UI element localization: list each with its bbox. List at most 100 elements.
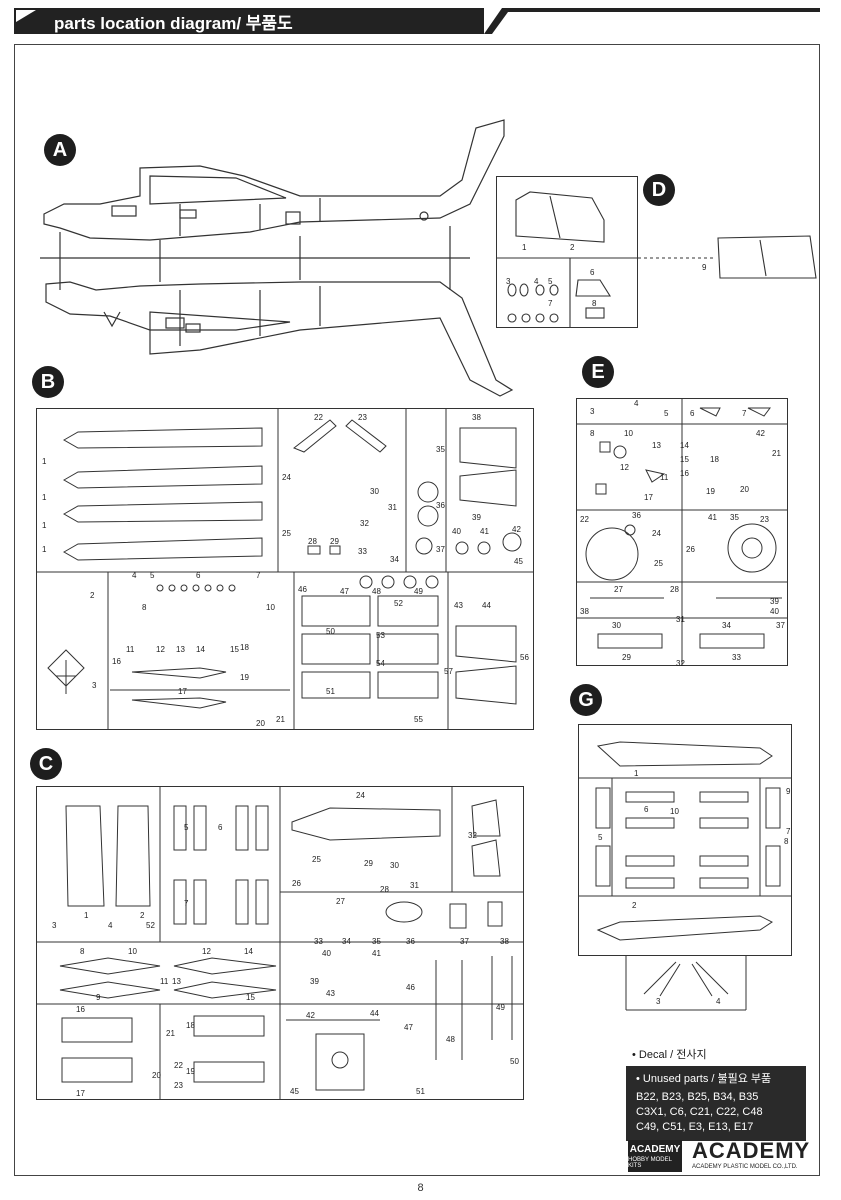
b-part-39: 39: [472, 513, 481, 522]
e-part-39: 39: [770, 597, 779, 606]
c-part-6: 6: [218, 823, 223, 832]
c-part-51: 51: [416, 1087, 425, 1096]
decal-label: Decal / 전사지: [638, 1049, 707, 1061]
c-part-26: 26: [292, 879, 301, 888]
e-part-4: 4: [634, 399, 639, 408]
e-part-16: 16: [680, 469, 689, 478]
b-part-8: 8: [142, 603, 147, 612]
c-part-5: 5: [184, 823, 189, 832]
e-part-11: 11: [660, 473, 669, 482]
e-part-8: 8: [590, 429, 595, 438]
e-part-33: 33: [732, 653, 741, 662]
c-part-50: 50: [510, 1057, 519, 1066]
header-arrow-icon: [16, 10, 36, 22]
e-part-38: 38: [580, 607, 589, 616]
c-part-27: 27: [336, 897, 345, 906]
c-part-35: 35: [372, 937, 381, 946]
c-part-46: 46: [406, 983, 415, 992]
c-part-47: 47: [404, 1023, 413, 1032]
b-part-17: 17: [178, 687, 187, 696]
parts-legend: • Decal / 전사지 • Unused parts / 불필요 부품 B2…: [626, 1046, 806, 1141]
sprue-b: [36, 408, 534, 730]
b-part-30: 30: [370, 487, 379, 496]
g-part-9: 9: [786, 787, 791, 796]
b-part-36: 36: [436, 501, 445, 510]
c-part-49: 49: [496, 1003, 505, 1012]
g-part-6: 6: [644, 805, 649, 814]
c-part-36: 36: [406, 937, 415, 946]
d-part-1: 1: [522, 243, 527, 252]
b-part-25: 25: [282, 529, 291, 538]
b-part-13: 13: [176, 645, 185, 654]
e-part-36: 36: [632, 511, 641, 520]
d-part-6: 6: [590, 268, 595, 277]
page-header: parts location diagram/ 부품도: [14, 8, 484, 34]
c-part-14: 14: [244, 947, 253, 956]
e-part-6: 6: [690, 409, 695, 418]
b-part-14: 14: [196, 645, 205, 654]
academy-logo-big: ACADEMY ACADEMY PLASTIC MODEL CO.,LTD.: [692, 1138, 811, 1170]
c-part-38: 38: [500, 937, 509, 946]
section-g-badge: G: [570, 684, 602, 716]
section-c-badge: C: [30, 748, 62, 780]
c-part-11: 11: [160, 977, 169, 986]
b-part-52: 52: [394, 599, 403, 608]
e-part-21: 21: [772, 449, 781, 458]
unused-parts-box: • Unused parts / 불필요 부품 B22, B23, B25, B…: [626, 1066, 806, 1141]
d-part-7: 7: [548, 299, 553, 308]
b-part-53: 53: [376, 631, 385, 640]
e-part-24: 24: [652, 529, 661, 538]
e-part-35: 35: [730, 513, 739, 522]
c-part-43: 43: [326, 989, 335, 998]
c-part-7: 7: [184, 899, 189, 908]
section-b-badge: B: [32, 366, 64, 398]
e-part-19: 19: [706, 487, 715, 496]
b-part-4: 4: [132, 571, 137, 580]
c-part-16: 16: [76, 1005, 85, 1014]
e-part-7: 7: [742, 409, 747, 418]
c-part-45: 45: [290, 1087, 299, 1096]
b-part-47: 47: [340, 587, 349, 596]
unused-parts-title: • Unused parts / 불필요 부품: [636, 1073, 772, 1085]
section-e-badge: E: [582, 356, 614, 388]
section-a-badge: A: [44, 134, 76, 166]
c-part-30: 30: [390, 861, 399, 870]
b-part-10: 10: [266, 603, 275, 612]
c-part-39: 39: [310, 977, 319, 986]
b-part-1b: 1: [42, 493, 47, 502]
d-part-3: 3: [506, 277, 511, 286]
e-part-41: 41: [708, 513, 717, 522]
b-part-45: 45: [514, 557, 523, 566]
c-part-42: 42: [306, 1011, 315, 1020]
e-part-22: 22: [580, 515, 589, 524]
b-part-21: 21: [276, 715, 285, 724]
e-part-42: 42: [756, 429, 765, 438]
b-part-35: 35: [436, 445, 445, 454]
e-part-34: 34: [722, 621, 731, 630]
c-part-9: 9: [96, 993, 101, 1002]
e-part-12: 12: [620, 463, 629, 472]
c-part-31: 31: [410, 881, 419, 890]
page-number: 8: [417, 1182, 424, 1194]
c-part-21: 21: [166, 1029, 175, 1038]
b-part-49: 49: [414, 587, 423, 596]
c-part-4: 4: [108, 921, 113, 930]
c-part-17: 17: [76, 1089, 85, 1098]
g-part-2: 2: [632, 901, 637, 910]
b-part-1d: 1: [42, 545, 47, 554]
e-part-18: 18: [710, 455, 719, 464]
c-part-29: 29: [364, 859, 373, 868]
b-part-38: 38: [472, 413, 481, 422]
e-part-32: 32: [676, 659, 685, 668]
e-part-29: 29: [622, 653, 631, 662]
e-part-25: 25: [654, 559, 663, 568]
b-part-16: 16: [112, 657, 121, 666]
b-part-56: 56: [520, 653, 529, 662]
b-part-15: 15: [230, 645, 239, 654]
b-part-1a: 1: [42, 457, 47, 466]
b-part-48: 48: [372, 587, 381, 596]
b-part-22: 22: [314, 413, 323, 422]
